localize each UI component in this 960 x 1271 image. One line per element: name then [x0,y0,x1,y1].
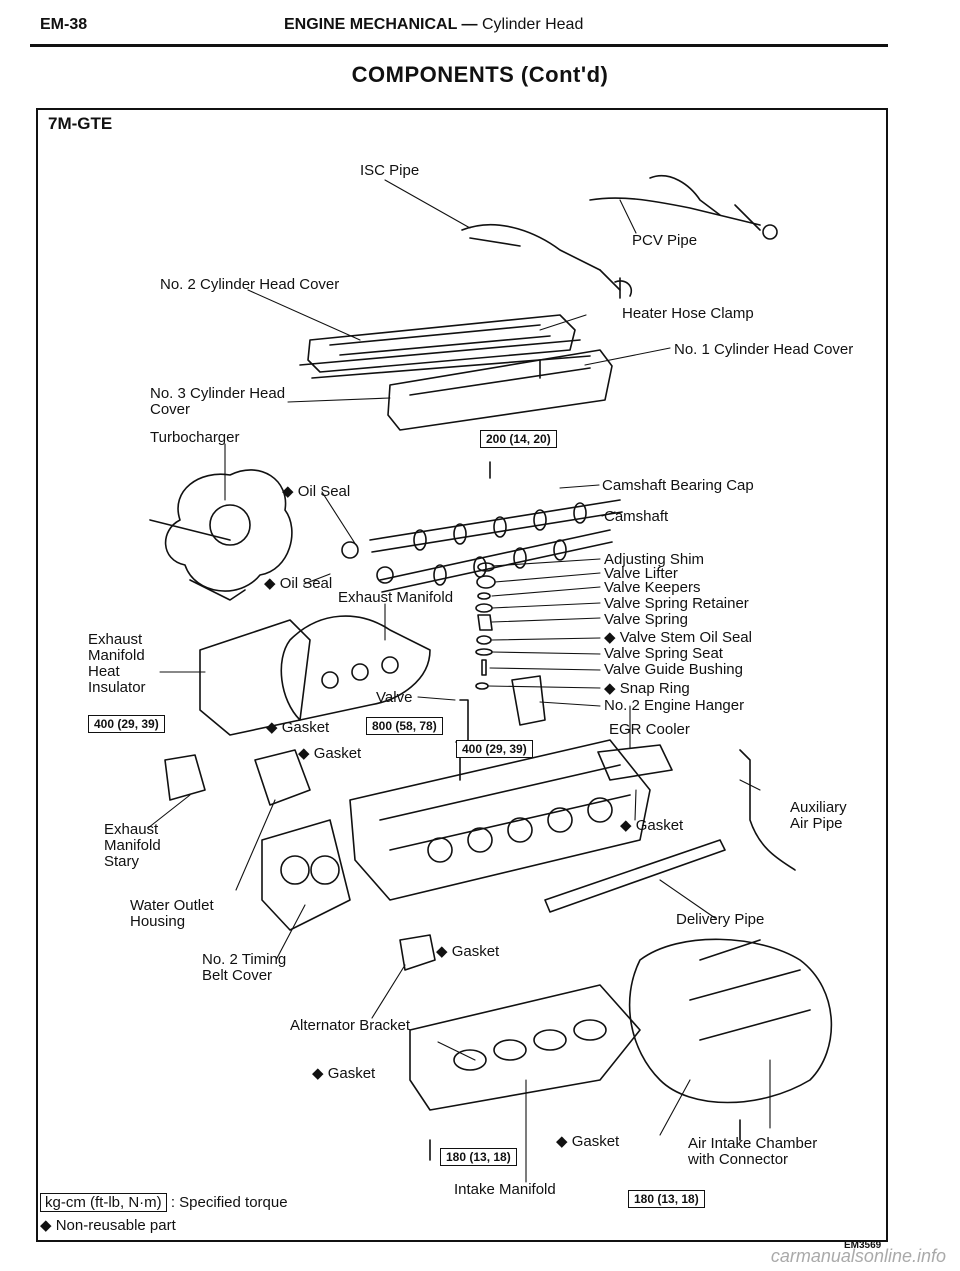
label-valve-lifter: Valve Lifter [604,565,678,582]
label-no2-engine-hanger: No. 2 Engine Hanger [604,697,745,714]
label-isc-pipe: ISC Pipe [360,162,420,179]
intake-runners [453,1019,607,1071]
combustion-chambers [427,797,613,863]
camshaft-part [369,499,623,553]
label-exhaust-manifold-stay-line2: Manifold [104,837,161,854]
label-water-outlet-housing-line1: Water Outlet [130,897,214,914]
label-exhaust-heat-insulator-line2: Manifold [88,647,145,664]
label-exhaust-heat-insulator-line1: Exhaust [88,631,143,648]
engine-model-label: 7M-GTE [48,114,113,133]
header-separator: — [461,16,478,33]
label-exhaust-manifold-stay-line3: Stary [104,853,140,870]
no1-cylinder-head-cover-part [387,349,613,431]
exhaust-manifold-stay-part [164,754,206,801]
label-delivery-pipe: Delivery Pipe [676,911,765,928]
label-gasket-alternator: ◆ Gasket [436,943,500,960]
label-air-intake-chamber-line1: Air Intake Chamber [688,1135,818,1152]
label-gasket-water-outlet: ◆ Gasket [298,745,362,762]
valve-train-stack [455,562,496,743]
exhaust-heat-insulator-part [199,619,311,736]
diagram-frame [36,108,888,1242]
page-title: COMPONENTS (Cont'd) [351,62,609,87]
label-valve: Valve [376,689,413,706]
label-valve-keepers: Valve Keepers [604,579,701,596]
torque-intake-manifold: 180 (13, 18) [440,1148,517,1166]
label-alternator-bracket: Alternator Bracket [290,1017,411,1034]
label-egr-cooler: EGR Cooler [609,721,690,738]
label-gasket-exhaust: ◆ Gasket [266,719,330,736]
exhaust-manifold-part [280,615,431,721]
label-no2-timing-belt-cover-line2: Belt Cover [202,967,273,984]
label-valve-stem-oil-seal: ◆ Valve Stem Oil Seal [604,629,752,646]
label-gasket-egr: ◆ Gasket [620,817,684,834]
cylinder-head-part [349,739,651,901]
label-no2-timing-belt-cover-line1: No. 2 Timing [202,951,287,968]
label-no2-cylinder-head-cover: No. 2 Cylinder Head Cover [160,276,340,293]
torque-cover: 200 (14, 20) [480,430,557,448]
engine-hanger-part [511,675,546,726]
air-intake-chamber-part [628,938,833,1104]
label-valve-spring-retainer: Valve Spring Retainer [604,595,749,612]
valve-part [455,699,475,743]
torque-cylinder-head: 400 (29, 39) [456,740,533,758]
label-water-outlet-housing-line2: Housing [130,913,186,930]
label-exhaust-manifold-stay-line1: Exhaust [104,821,159,838]
section-header: ENGINE MECHANICAL — Cylinder Head [284,16,583,34]
label-adjusting-shim: Adjusting Shim [604,551,705,568]
figure-code: EM3569 [844,1240,882,1251]
label-exhaust-heat-insulator-line4: Insulator [88,679,146,696]
label-air-intake-chamber-line2: with Connector [688,1151,789,1168]
cam-lobes [413,502,587,586]
label-camshaft: Camshaft [604,508,669,525]
label-camshaft-bearing-cap: Camshaft Bearing Cap [602,477,754,494]
label-no1-cylinder-head-cover: No. 1 Cylinder Head Cover [674,341,854,358]
turbocharger-part [164,469,293,592]
label-snap-ring: ◆ Snap Ring [604,680,690,697]
section-title: ENGINE MECHANICAL [284,16,458,33]
label-valve-spring: Valve Spring [604,611,688,628]
label-no3-cylinder-head-cover-line1: No. 3 Cylinder Head [150,385,286,402]
label-valve-guide-bushing: Valve Guide Bushing [604,661,743,678]
intake-manifold-part [409,984,641,1111]
label-gasket-chamber: ◆ Gasket [556,1133,620,1150]
legend-torque: kg-cm (ft-lb, N·m) : Specified torque [40,1193,288,1212]
legend-nonreusable: ◆ Non-reusable part [40,1217,176,1234]
no2-cylinder-head-cover-part [307,314,576,373]
label-oil-seal-lower: ◆ Oil Seal [264,575,333,592]
water-outlet-housing-part [254,749,311,806]
label-exhaust-manifold: Exhaust Manifold [338,589,454,606]
timing-belt-cover-part [261,819,351,931]
label-auxiliary-air-pipe-line1: Auxiliary [790,799,847,816]
subsection-title: Cylinder Head [481,16,584,33]
label-gasket-intake: ◆ Gasket [312,1065,376,1082]
label-exhaust-heat-insulator-line3: Heat [88,663,120,680]
egr-cooler-part [597,744,673,781]
label-turbocharger: Turbocharger [150,429,240,446]
torque-exhaust-manifold: 800 (58, 78) [366,717,443,735]
label-no3-cylinder-head-cover-line2: Cover [150,401,191,418]
page-reference: EM-38 [40,16,88,33]
isc-pipe-part [461,197,761,271]
label-heater-hose-clamp: Heater Hose Clamp [622,305,754,322]
header-rule [30,44,888,47]
label-oil-seal-top: ◆ Oil Seal [282,483,351,500]
legend-torque-desc: : Specified torque [170,1194,288,1211]
alternator-bracket-part [399,934,436,971]
label-valve-spring-seat: Valve Spring Seat [604,645,723,662]
auxiliary-air-pipe-part [739,749,796,871]
label-pcv-pipe: PCV Pipe [632,232,698,249]
label-intake-manifold: Intake Manifold [454,1181,556,1198]
label-auxiliary-air-pipe-line2: Air Pipe [790,815,843,832]
legend-torque-unit: kg-cm (ft-lb, N·m) [40,1193,167,1212]
torque-insulator: 400 (29, 39) [88,715,165,733]
delivery-pipe-part [544,839,726,913]
torque-air-intake-chamber: 180 (13, 18) [628,1190,705,1208]
watermark: carmanualsonline.info [770,1246,946,1266]
